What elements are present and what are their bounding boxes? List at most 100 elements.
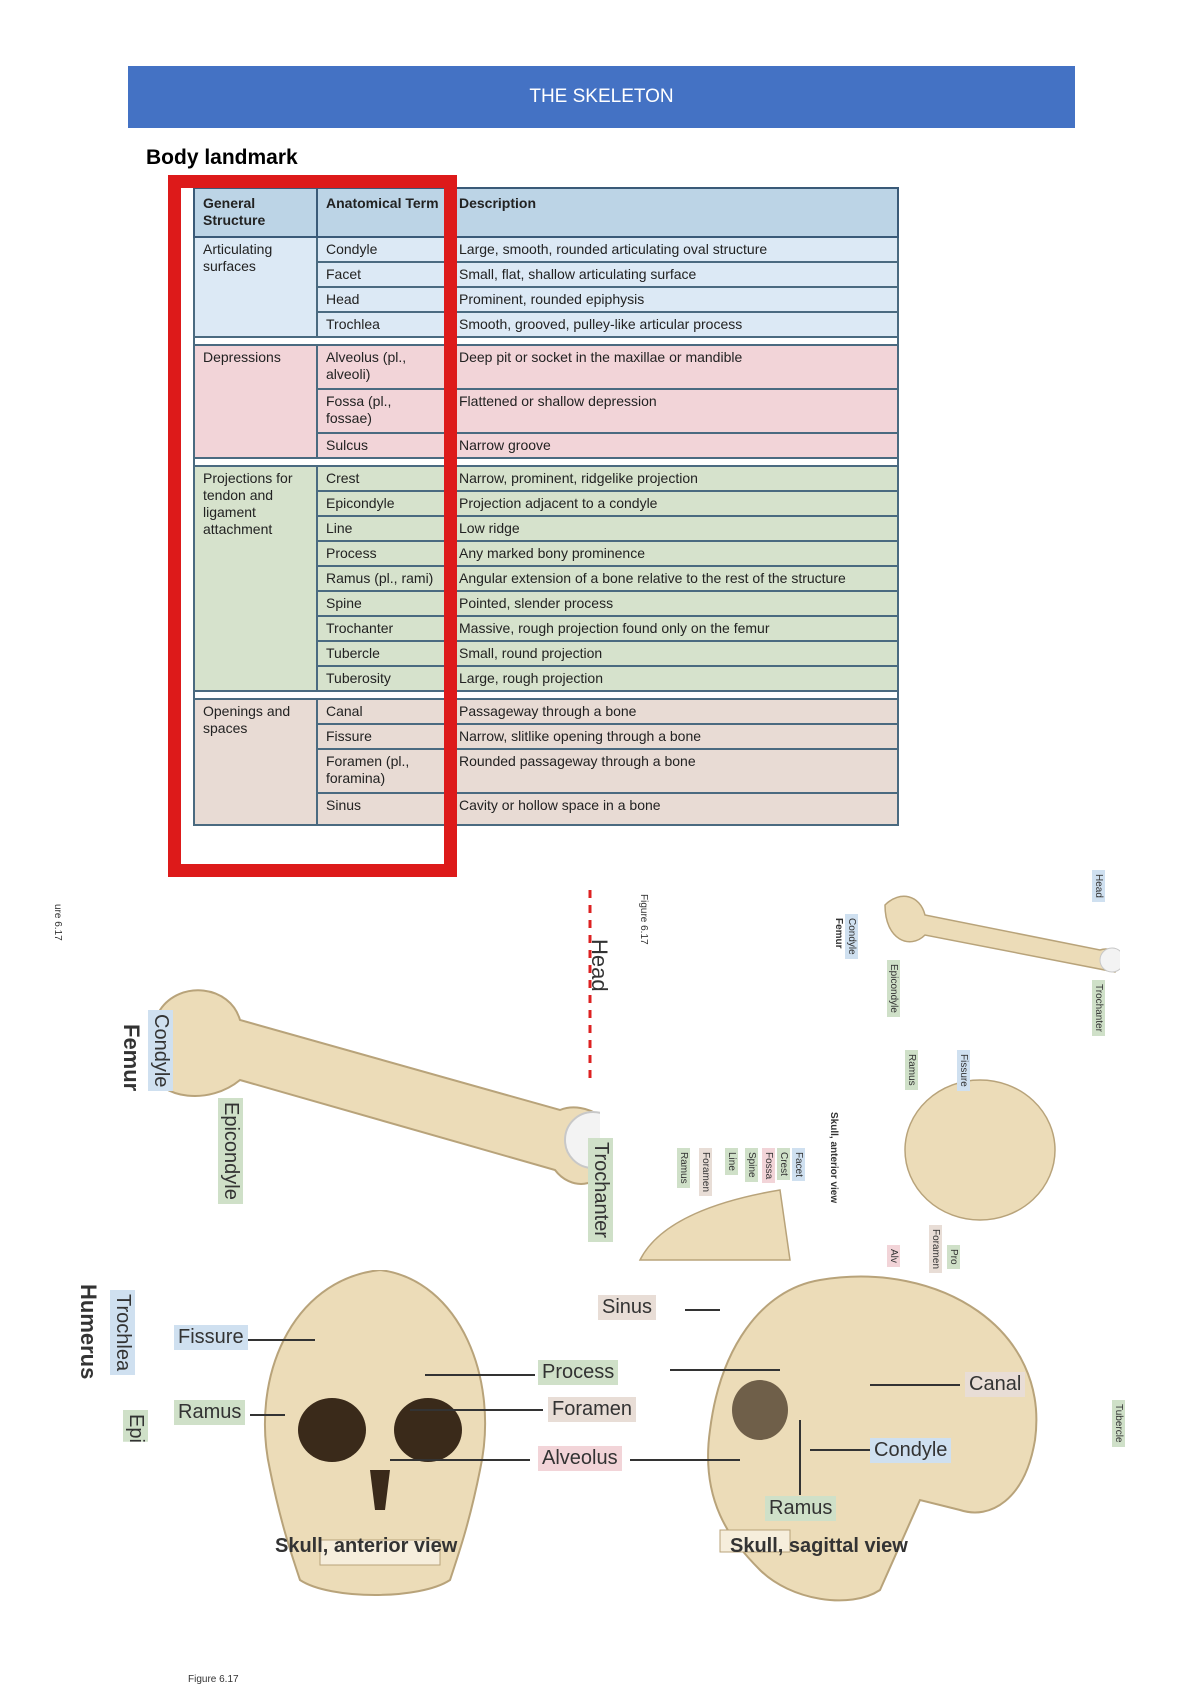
desc-cell: Smooth, grooved, pulley-like articular p… — [449, 311, 899, 338]
skull-process-label: Process — [538, 1360, 619, 1385]
table-row: Fossa (pl., fossae)Flattened or shallow … — [194, 388, 899, 434]
small-condyle-label: Condyle — [845, 914, 858, 959]
femur-fig-label: ure 6.17 — [52, 904, 63, 941]
structure-cell: Depressions — [193, 344, 318, 459]
header-description: Description — [449, 187, 899, 238]
term-cell: Tuberosity — [316, 665, 451, 692]
term-cell: Spine — [316, 590, 451, 617]
term-cell: Crest — [316, 465, 451, 492]
term-cell: Trochlea — [316, 311, 451, 338]
header-general-structure: General Structure — [193, 187, 318, 238]
landmark-table: General Structure Anatomical Term Descri… — [193, 187, 899, 826]
trochlea-label: Trochlea — [110, 1290, 135, 1376]
small-femur-label: Femur — [833, 918, 844, 949]
desc-cell: Small, round projection — [449, 640, 899, 667]
small-epicondyle-label: Epicondyle — [887, 960, 900, 1017]
skull-sinus-label: Sinus — [598, 1295, 657, 1320]
title-banner: THE SKELETON — [128, 66, 1075, 128]
term-cell: Facet — [316, 261, 451, 288]
desc-cell: Narrow, prominent, ridgelike projection — [449, 465, 899, 492]
small-head-label: Head — [1092, 870, 1105, 902]
skull-canal-label: Canal — [965, 1372, 1026, 1397]
pelvis-label-ramus: Ramus — [677, 1148, 690, 1188]
small-trochanter-label: Trochanter — [1092, 980, 1105, 1036]
small-composite-drawing — [638, 895, 1125, 1261]
pelvis-label-line: Line — [725, 1148, 738, 1175]
term-cell: Process — [316, 540, 451, 567]
desc-cell: Flattened or shallow depression — [449, 388, 899, 434]
term-cell: Condyle — [316, 236, 451, 263]
term-cell: Tubercle — [316, 640, 451, 667]
skull-fig-label: Figure 6.17 — [188, 1674, 239, 1685]
skull-condyle-label: Condyle — [870, 1438, 952, 1463]
small-fissure-label: Fissure — [957, 1050, 970, 1091]
desc-cell: Low ridge — [449, 515, 899, 542]
structure-cell: Openings and spaces — [193, 698, 318, 826]
desc-cell: Projection adjacent to a condyle — [449, 490, 899, 517]
small-process-label: Pro — [947, 1245, 960, 1269]
desc-cell: Cavity or hollow space in a bone — [449, 792, 899, 826]
pelvis-label-facet: Facet — [792, 1148, 805, 1182]
skull-fissure-label: Fissure — [174, 1325, 248, 1350]
table-header-row: General Structure Anatomical Term Descri… — [193, 187, 899, 238]
term-cell: Fissure — [316, 723, 451, 750]
desc-cell: Pointed, slender process — [449, 590, 899, 617]
small-foramen-label: Foramen — [929, 1225, 942, 1274]
humerus-label: Humerus — [76, 1284, 101, 1380]
pelvis-label-foramen: Foramen — [699, 1148, 712, 1197]
desc-cell: Any marked bony prominence — [449, 540, 899, 567]
structure-cell: Projections for tendon and ligament atta… — [193, 465, 318, 692]
term-cell: Line — [316, 515, 451, 542]
small-skull-caption: Skull, anterior view — [828, 1112, 839, 1204]
skull-ramus-right-label: Ramus — [765, 1496, 837, 1521]
caption-sagittal: Skull, sagittal view — [730, 1535, 908, 1557]
desc-cell: Small, flat, shallow articulating surfac… — [449, 261, 899, 288]
term-cell: Foramen (pl., foramina) — [316, 748, 451, 794]
femur-bone-name: Femur — [119, 1024, 144, 1092]
small-ramus-label: Ramus — [905, 1050, 918, 1090]
section-heading: Body landmark — [146, 146, 298, 169]
desc-cell: Narrow groove — [449, 432, 899, 459]
caption-anterior: Skull, anterior view — [275, 1535, 458, 1557]
femur-epicondyle-label: Epicondyle — [218, 1098, 243, 1204]
desc-cell: Large, rough projection — [449, 665, 899, 692]
term-cell: Sulcus — [316, 432, 451, 459]
term-cell: Canal — [316, 698, 451, 725]
term-cell: Trochanter — [316, 615, 451, 642]
desc-cell: Rounded passageway through a bone — [449, 748, 899, 794]
pelvis-label-fossa: Fossa — [762, 1148, 775, 1184]
femur-figure: ure 6.17 Femur Condyle Epicondyle Head T… — [40, 870, 622, 1270]
table-row: Foramen (pl., foramina)Rounded passagewa… — [194, 748, 899, 794]
desc-cell: Deep pit or socket in the maxillae or ma… — [449, 344, 899, 390]
small-alveolus-label: Alv — [887, 1245, 900, 1267]
group-projections: Projections for tendon and ligament atta… — [193, 465, 899, 692]
skull-ramus-left-label: Ramus — [174, 1400, 246, 1425]
structure-cell: Articulating surfaces — [193, 236, 318, 338]
landmark-table-wrapper: General Structure Anatomical Term Descri… — [193, 187, 899, 826]
term-cell: Ramus (pl., rami) — [316, 565, 451, 592]
pelvis-label-spine: Spine — [745, 1148, 758, 1182]
banner-title: THE SKELETON — [529, 86, 674, 107]
term-cell: Sinus — [316, 792, 451, 826]
skull-figure: Humerus Trochlea Epicondyle Tubercle Fis… — [60, 1268, 1150, 1690]
term-cell: Fossa (pl., fossae) — [316, 388, 451, 434]
skull-foramen-label: Foramen — [548, 1397, 637, 1422]
table-row: Projections for tendon and ligament atta… — [193, 465, 899, 692]
tubercle-label: Tubercle — [1112, 1400, 1125, 1447]
table-row: Ramus (pl., rami)Angular extension of a … — [194, 565, 899, 592]
term-cell: Head — [316, 286, 451, 313]
header-anatomical-term: Anatomical Term — [316, 187, 451, 238]
